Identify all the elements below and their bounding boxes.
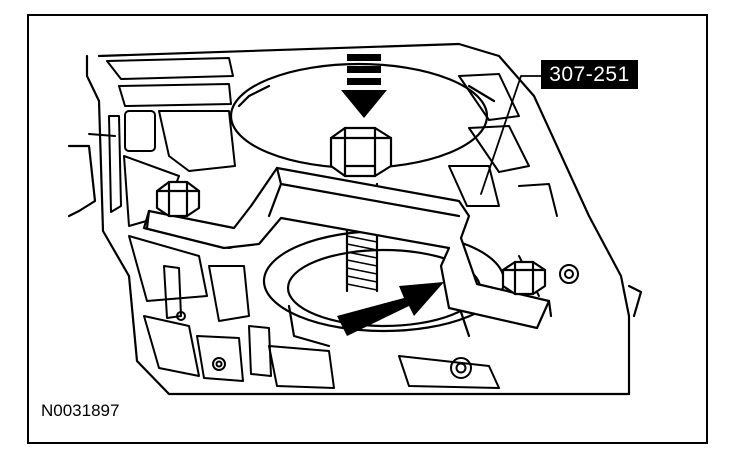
valve-body-channels xyxy=(88,57,272,382)
figure-frame: 307-251 N0031897 xyxy=(27,14,708,444)
right-hex-nut[interactable] xyxy=(501,260,547,296)
center-hex-bolt[interactable] xyxy=(329,126,393,178)
right-side-pads xyxy=(268,73,558,389)
special-tool-307-251[interactable] xyxy=(142,166,553,330)
case-outline xyxy=(67,42,643,396)
callout-leader-line xyxy=(480,75,542,195)
figure-id: N0031897 xyxy=(41,401,120,420)
tool-callout-label: 307-251 xyxy=(541,60,638,89)
transmission-illustration xyxy=(67,42,643,396)
arrow-down-icon xyxy=(341,54,387,118)
left-hex-nut[interactable] xyxy=(155,180,201,218)
arrow-right-icon xyxy=(337,282,444,336)
